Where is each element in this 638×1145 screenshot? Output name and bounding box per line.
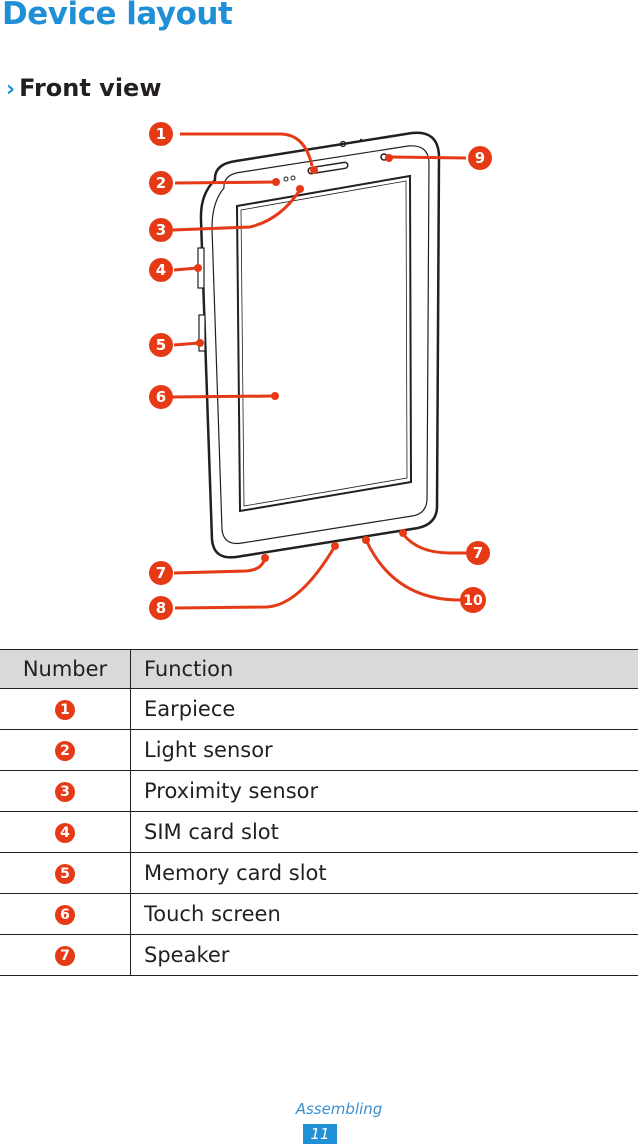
footer-section-label: Assembling — [295, 1100, 383, 1118]
callout-8-label: 8 — [156, 599, 166, 617]
function-table: Number Function 1 Earpiece 2 Light senso… — [0, 649, 638, 976]
table-row: 2 Light sensor — [0, 729, 638, 771]
memory-card-slot — [198, 314, 206, 352]
function-cell: SIM card slot — [130, 811, 638, 853]
number-badge: 4 — [55, 823, 75, 843]
number-badge: 3 — [55, 782, 75, 802]
header-number: Number — [0, 649, 131, 689]
callout-10-label: 10 — [463, 593, 483, 609]
callout-10-badge — [460, 587, 486, 613]
section-heading: ›Front view — [6, 74, 162, 102]
tablet-illustration — [197, 131, 441, 559]
table-row: 7 Speaker — [0, 934, 638, 976]
page-number: 11 — [303, 1124, 337, 1144]
callout-1-badge — [149, 122, 173, 146]
light-sensor-dot — [283, 176, 289, 182]
callout-3-label: 3 — [156, 221, 166, 239]
function-cell: Proximity sensor — [130, 770, 638, 812]
top-mic — [359, 138, 363, 142]
table-row: 5 Memory card slot — [0, 852, 638, 894]
tablet-screen-inner — [240, 180, 408, 507]
callout-6-badge — [149, 385, 173, 409]
number-badge: 7 — [55, 946, 75, 966]
proximity-sensor-dot — [290, 175, 296, 181]
callout-4-label: 4 — [156, 261, 166, 279]
chevron-right-icon: › — [6, 77, 16, 102]
callout-leaders — [170, 132, 467, 610]
callout-9-label: 9 — [475, 149, 485, 167]
callout-2-badge — [149, 171, 173, 195]
number-badge: 2 — [55, 741, 75, 761]
callout-3-badge — [149, 218, 173, 242]
callout-5-label: 5 — [156, 336, 166, 354]
callout-badges: 1 2 3 4 5 6 7 7 8 9 10 — [149, 122, 492, 620]
top-jack — [339, 140, 347, 148]
number-badge: 1 — [55, 700, 75, 720]
table-row: 4 SIM card slot — [0, 811, 638, 853]
table-row: 6 Touch screen — [0, 893, 638, 935]
tablet-screen — [235, 174, 413, 513]
function-cell: Speaker — [130, 934, 638, 976]
section-title: Front view — [19, 74, 162, 102]
number-badge: 6 — [55, 905, 75, 925]
callout-2-label: 2 — [156, 174, 166, 192]
function-cell: Earpiece — [130, 688, 638, 730]
callout-7-left-label: 7 — [156, 564, 166, 582]
table-header-row: Number Function — [0, 649, 638, 689]
earpiece-slot — [307, 161, 349, 175]
callout-9-badge — [468, 146, 492, 170]
callout-7-right-badge — [466, 541, 490, 565]
callout-4-badge — [149, 258, 173, 282]
table-row: 1 Earpiece — [0, 688, 638, 730]
device-front-view-diagram: 1 2 3 4 5 6 7 7 8 9 10 — [149, 122, 492, 620]
callout-7-left-badge — [149, 561, 173, 585]
callout-8-badge — [149, 596, 173, 620]
function-cell: Memory card slot — [130, 852, 638, 894]
callout-6-label: 6 — [156, 388, 166, 406]
callout-1-label: 1 — [156, 125, 166, 143]
function-cell: Touch screen — [130, 893, 638, 935]
table-row: 3 Proximity sensor — [0, 770, 638, 812]
callout-7-right-label: 7 — [473, 544, 483, 562]
page-title: Device layout — [2, 0, 233, 32]
header-function: Function — [130, 649, 638, 689]
number-badge: 5 — [55, 864, 75, 884]
callout-5-badge — [149, 333, 173, 357]
function-cell: Light sensor — [130, 729, 638, 771]
callout-endpoints — [194, 154, 407, 562]
